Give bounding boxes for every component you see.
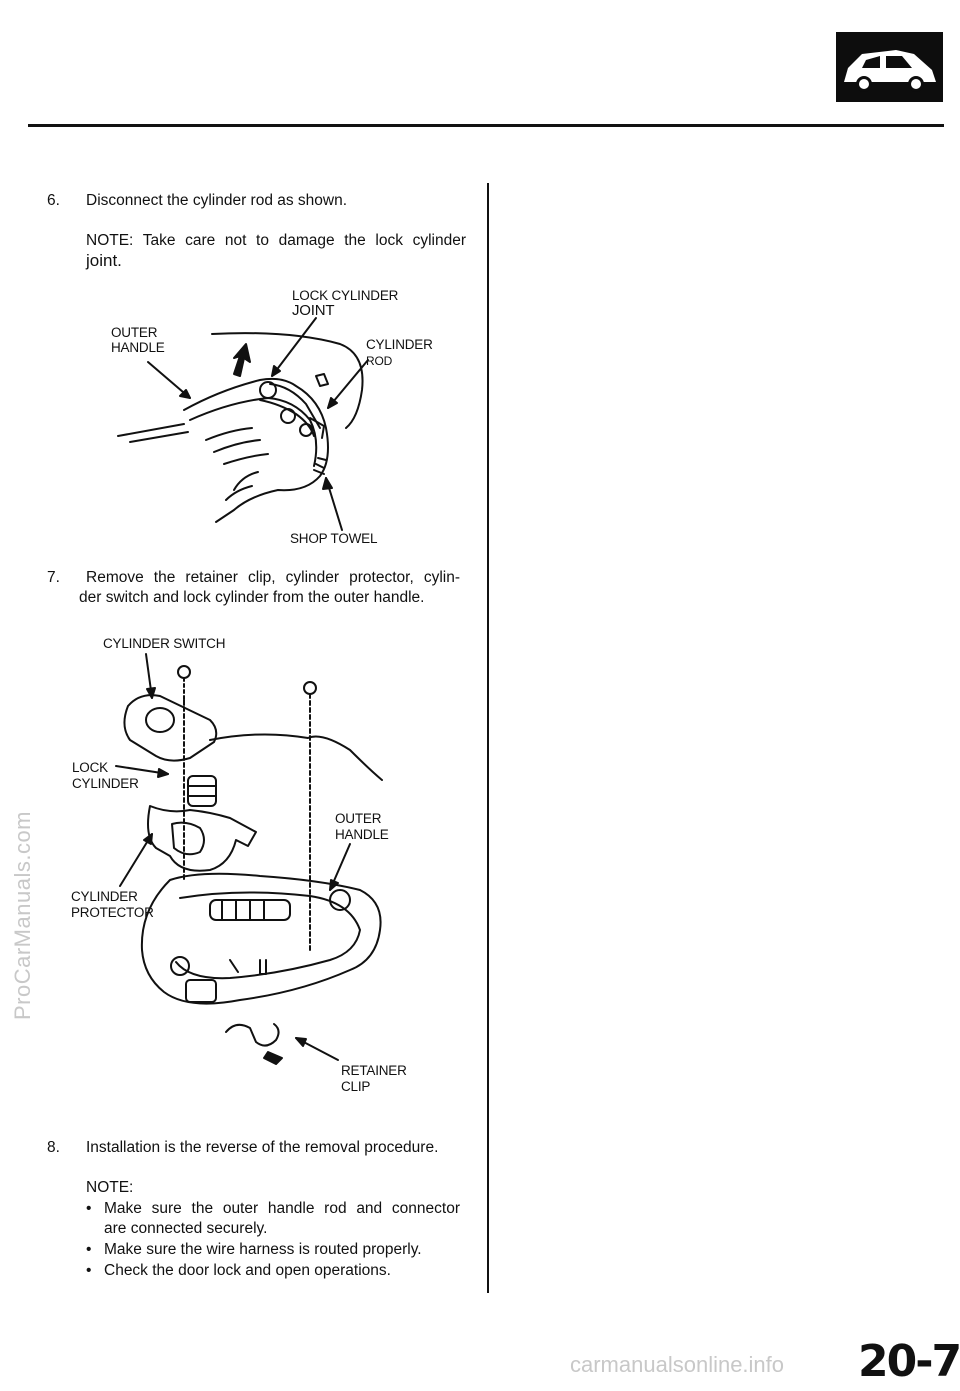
step-8-number: 8. (47, 1139, 60, 1156)
step-7-number: 7. (47, 569, 60, 586)
label-retainer-clip-1: RETAINER (341, 1063, 407, 1078)
bullet-dot-2: • (86, 1241, 92, 1258)
car-body-icon (836, 32, 943, 102)
step-7-text: Remove the retainer clip, cylinder prote… (86, 569, 460, 586)
bullet-dot-1: • (86, 1200, 92, 1217)
step-8-note-heading: NOTE: (86, 1179, 134, 1196)
door-handle-cylinder-rod-illustration (117, 317, 369, 531)
label-lock-cylinder-joint-1: LOCK CYLINDER (292, 288, 399, 303)
page-number: 20-7 (858, 1336, 960, 1387)
label-shop-towel: SHOP TOWEL (290, 531, 378, 546)
step-8-bullet-3: Check the door lock and open operations. (104, 1262, 391, 1279)
column-divider (487, 183, 489, 1293)
label-retainer-clip-2: CLIP (341, 1079, 371, 1094)
step-6-number: 6. (47, 192, 60, 209)
label-outer-handle-2: HANDLE (111, 340, 165, 355)
outer-handle-exploded-view-illustration (115, 653, 383, 1065)
label-lock-cylinder-1: LOCK (72, 760, 108, 775)
label-outer-handle-fig2-1: OUTER (335, 811, 382, 826)
label-lock-cylinder-2: CYLINDER (72, 776, 139, 791)
watermark-carmanualsonline: carmanualsonline.info (570, 1352, 785, 1377)
label-lock-cylinder-joint-2: JOINT (292, 302, 335, 319)
label-cylinder-protector-2: PROTECTOR (71, 905, 154, 920)
watermark-procarmanuals: ProCarManuals.com (10, 810, 35, 1020)
step-7-text-2: der switch and lock cylinder from the ou… (79, 589, 425, 606)
label-cylinder-rod-2: ROD (366, 354, 393, 368)
step-6-note-line1: NOTE: Take care not to damage the lock c… (86, 232, 466, 249)
label-cylinder-rod-1: CYLINDER (366, 337, 433, 352)
bullet-dot-3: • (86, 1262, 92, 1279)
step-6-text: Disconnect the cylinder rod as shown. (86, 192, 348, 209)
label-cylinder-protector-1: CYLINDER (71, 889, 138, 904)
label-outer-handle-1: OUTER (111, 325, 158, 340)
step-8-bullet-1-continued: are connected securely. (104, 1220, 268, 1237)
label-outer-handle-fig2-2: HANDLE (335, 827, 389, 842)
step-6-note-line2: joint. (86, 251, 122, 270)
header-rule (28, 124, 944, 127)
label-cylinder-switch: CYLINDER SWITCH (103, 636, 226, 651)
step-8-bullet-1: Make sure the outer handle rod and conne… (104, 1200, 460, 1217)
step-8-text: Installation is the reverse of the remov… (86, 1139, 439, 1156)
step-8-bullet-2: Make sure the wire harness is routed pro… (104, 1241, 422, 1258)
